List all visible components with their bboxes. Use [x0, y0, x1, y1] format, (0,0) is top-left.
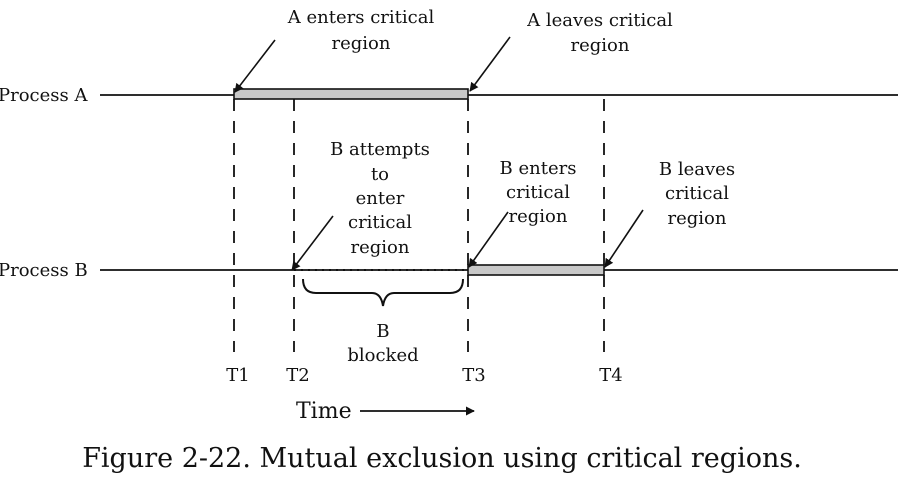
b-enters-line-2: critical: [506, 182, 570, 203]
b-enters-line-1: B enters: [500, 158, 577, 179]
process-b-label: Process B: [0, 260, 88, 281]
annotation-b-enters: B enters critical region: [468, 158, 577, 268]
b-leaves-line-2: critical: [665, 183, 729, 204]
a-enters-line-1: A enters critical: [287, 7, 435, 28]
figure-caption: Figure 2-22. Mutual exclusion using crit…: [82, 443, 802, 474]
b-leaves-arrow: [604, 209, 644, 268]
annotation-b-attempts: B attempts to enter critical region: [291, 139, 430, 271]
b-blocked-line-2: blocked: [347, 345, 418, 366]
process-a-critical-region-bar: [233, 88, 469, 100]
tick-label-t1: T1: [226, 365, 249, 386]
b-attempts-arrow: [291, 215, 334, 271]
tick-label-t3: T3: [462, 365, 485, 386]
b-attempts-line-1: B attempts: [330, 139, 430, 160]
tick-label-t2: T2: [286, 365, 309, 386]
a-enters-line-2: region: [332, 33, 391, 54]
a-leaves-arrow: [469, 36, 511, 92]
b-attempts-line-5: region: [351, 237, 410, 258]
a-enters-arrow: [234, 39, 276, 93]
b-attempts-line-2: to: [371, 164, 389, 185]
process-b-critical-region-bar: [467, 264, 605, 276]
annotation-a-enters: A enters critical region: [234, 7, 435, 93]
blocked-interval-brace: [302, 278, 464, 307]
a-leaves-line-2: region: [571, 35, 630, 56]
b-attempts-line-4: critical: [348, 212, 412, 233]
b-attempts-line-3: enter: [356, 188, 405, 209]
time-label: Time: [296, 399, 352, 424]
annotation-b-leaves: B leaves critical region: [604, 159, 735, 268]
tick-label-t4: T4: [599, 365, 622, 386]
b-blocked-line-1: B: [376, 321, 389, 342]
process-a-label: Process A: [0, 85, 88, 106]
annotation-a-leaves: A leaves critical region: [469, 10, 673, 92]
b-enters-line-3: region: [509, 206, 568, 227]
b-leaves-line-1: B leaves: [659, 159, 735, 180]
b-enters-arrow: [468, 211, 509, 268]
a-leaves-line-1: A leaves critical: [526, 10, 673, 31]
b-leaves-line-3: region: [668, 208, 727, 229]
